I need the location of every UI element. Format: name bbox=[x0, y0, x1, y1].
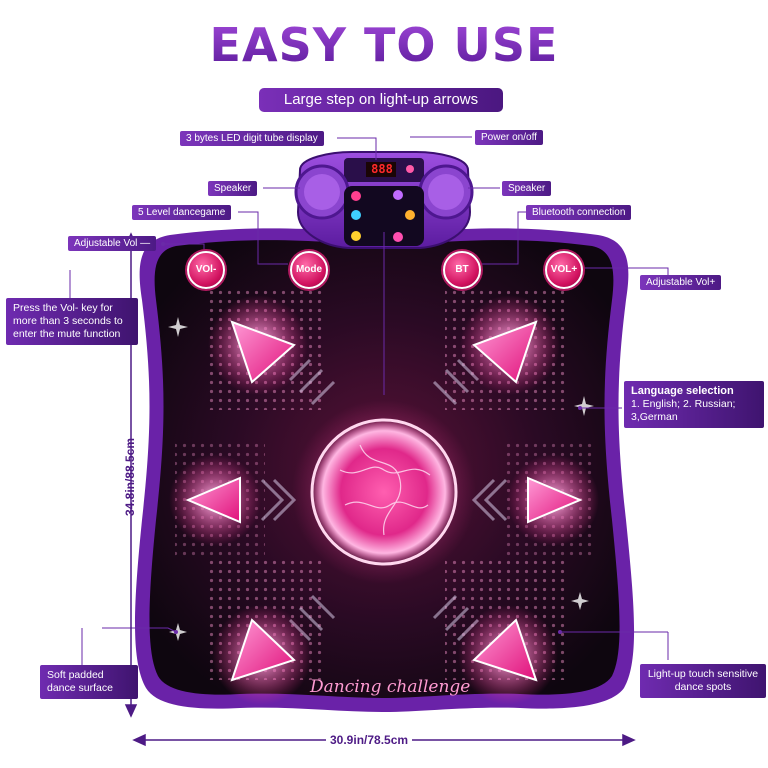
vol-plus-button[interactable]: VOL+ bbox=[545, 251, 583, 289]
speaker-left-label: Speaker bbox=[208, 181, 258, 196]
dancegame-label: 5 Level dancegame bbox=[132, 205, 232, 220]
pad-down-left bbox=[230, 618, 296, 682]
width-dimension: 30.9in/78.5cm bbox=[326, 733, 413, 747]
power-indicator bbox=[406, 165, 414, 173]
mode-button[interactable]: Mode bbox=[290, 251, 328, 289]
speaker-right-label: Speaker bbox=[502, 181, 552, 196]
mute-function-note: Press the Vol- key for more than 3 secon… bbox=[6, 298, 138, 345]
height-dimension: 34.8in/88.5cm bbox=[123, 437, 137, 517]
bluetooth-label: Bluetooth connection bbox=[526, 205, 632, 220]
led-display-label: 3 bytes LED digit tube display bbox=[180, 131, 324, 146]
vol-minus-label: Adjustable Vol — bbox=[68, 236, 157, 251]
language-selection-box: Language selection 1. English; 2. Russia… bbox=[624, 381, 764, 428]
pad-up-left bbox=[230, 320, 296, 384]
bt-button[interactable]: BT bbox=[443, 251, 481, 289]
mat-brand-text: Dancing challenge bbox=[310, 677, 471, 697]
power-label: Power on/off bbox=[475, 130, 543, 145]
pad-down-right bbox=[472, 618, 538, 682]
led-digit-display: 888 bbox=[371, 162, 393, 176]
pad-up-right bbox=[472, 320, 538, 384]
soft-surface-label: Soft padded dance surface bbox=[40, 665, 138, 699]
touch-spots-label: Light-up touch sensitive dance spots bbox=[640, 664, 766, 698]
vol-plus-label: Adjustable Vol+ bbox=[640, 275, 722, 290]
subtitle-banner: Large step on light-up arrows bbox=[259, 88, 503, 112]
page-title: EASY TO USE bbox=[0, 18, 768, 72]
vol-minus-button[interactable]: VOl- bbox=[187, 251, 225, 289]
pad-left bbox=[185, 476, 241, 524]
language-title: Language selection bbox=[631, 385, 734, 397]
center-orb bbox=[310, 418, 458, 566]
language-options: 1. English; 2. Russian; 3,German bbox=[631, 398, 736, 423]
pad-right bbox=[527, 476, 583, 524]
